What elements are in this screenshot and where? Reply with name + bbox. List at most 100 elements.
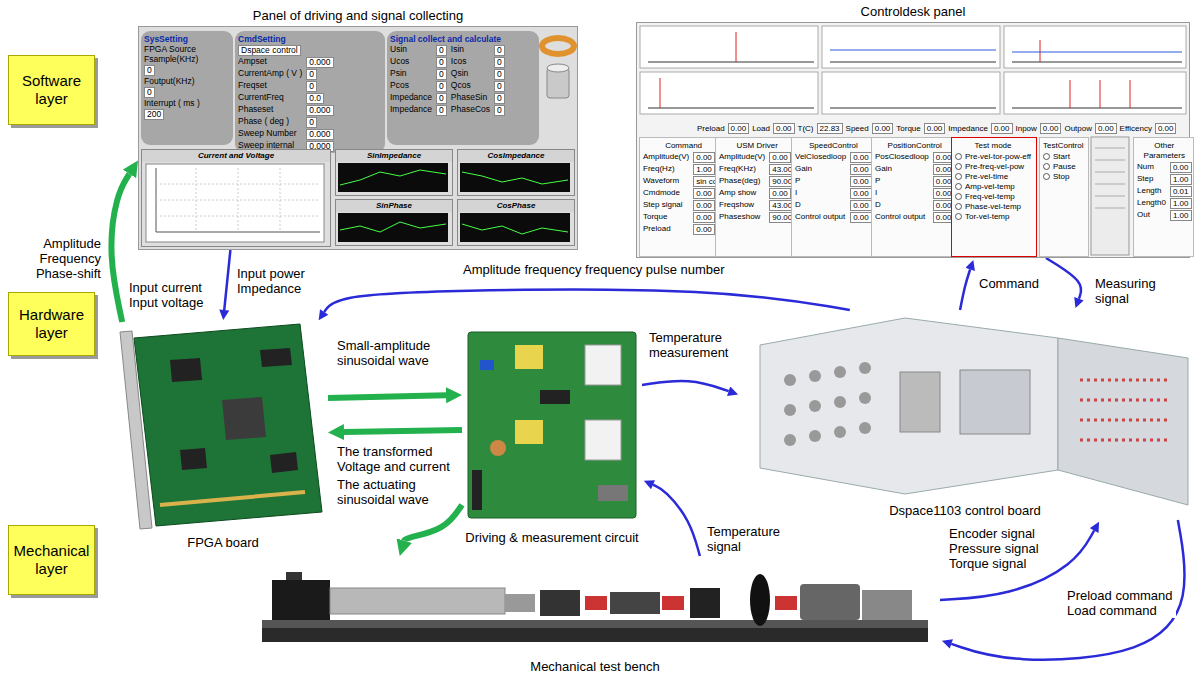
field-value: 0.00 xyxy=(1170,162,1192,173)
field-value: 0 xyxy=(144,87,155,98)
rail xyxy=(262,628,928,642)
group-heading: Test mode xyxy=(955,141,1031,151)
field-value: 0.00 xyxy=(850,176,872,187)
chip xyxy=(270,452,298,473)
bnc-socket xyxy=(784,404,796,416)
field-label: Outpow xyxy=(1064,124,1092,133)
status-bar: Preload0.00Load0.00T(C)22.83Speed0.00Tor… xyxy=(697,121,1187,135)
plot-trace xyxy=(830,50,1182,52)
field-label: Freq(KHz) xyxy=(719,164,765,175)
field-label: Psin xyxy=(390,69,432,80)
field-value: 0.00 xyxy=(850,164,872,175)
chip xyxy=(260,348,292,367)
bnc-socket xyxy=(859,392,871,404)
bnc-socket xyxy=(809,370,821,382)
bnc-socket xyxy=(859,362,871,374)
field-value: 0.00 xyxy=(693,188,715,199)
field-label: PhaseSin xyxy=(451,93,490,104)
bnc-socket xyxy=(809,400,821,412)
field-value: 0.00 xyxy=(1155,123,1177,134)
chart-panel: CosPhase xyxy=(457,199,575,246)
field-label: Step xyxy=(1137,174,1166,185)
edge-label: Temperature measurement xyxy=(648,330,740,360)
chart-panel: SinImpedance xyxy=(335,149,453,196)
signal-arrow xyxy=(224,250,230,310)
field-value: 0 xyxy=(494,57,505,68)
field-value: 1.00 xyxy=(693,164,715,175)
field-label: PosClosedloop xyxy=(875,152,929,163)
field-value: 0.00 xyxy=(773,123,795,134)
field-label: Amplitude(V) xyxy=(719,152,765,163)
field-label: Step signal xyxy=(643,200,689,211)
field-value: 0.00 xyxy=(1095,123,1117,134)
field-label: Amplitude(V) xyxy=(643,152,689,163)
control-group: PositionControlPosClosedloop0.00Gain0.00… xyxy=(871,137,956,257)
radio-option: Amp-vel-temp xyxy=(955,182,1031,191)
field-value: 0 xyxy=(436,93,447,104)
field-value: 0 xyxy=(436,57,447,68)
plot-axis xyxy=(156,168,320,232)
plot-grid xyxy=(156,168,320,232)
chip xyxy=(170,358,202,382)
signal-arrow xyxy=(324,290,850,312)
field-label: Usin xyxy=(390,45,432,56)
motor-end xyxy=(547,64,569,72)
group-heading: Command xyxy=(643,141,724,151)
chart-title: Current and Voltage xyxy=(142,150,330,162)
field-value: 0.00 xyxy=(728,123,750,134)
flywheel xyxy=(750,574,770,626)
field-label: I xyxy=(875,188,929,199)
field-value: 0 xyxy=(144,65,155,76)
torque-sensor xyxy=(610,592,660,614)
coupling xyxy=(505,594,535,612)
field-value: 0.000 xyxy=(306,129,333,140)
radio-option: Phase-vel-temp xyxy=(955,202,1031,211)
radio-option: Pre-freq-vel-pow xyxy=(955,162,1031,171)
plot-trace xyxy=(462,224,568,234)
plot-area xyxy=(338,163,448,192)
radio-option: Tor-vel-temp xyxy=(955,212,1031,221)
field-value: Dspace control xyxy=(238,45,301,56)
field-value: 0.0 xyxy=(306,93,324,104)
edge-label: The actuating sinusoidal wave xyxy=(336,477,438,507)
capacitor xyxy=(480,360,494,370)
signal-group: Signal collect and calculateUsin0Isin0Uc… xyxy=(387,31,539,145)
field-label: Waveform xyxy=(643,176,689,187)
edge-label: Command xyxy=(978,276,1044,291)
photo-caption: Driving & measurement circuit xyxy=(462,530,642,545)
field-label: CurrentFreq xyxy=(238,93,302,104)
group-heading: TestControl xyxy=(1043,141,1083,151)
bnc-socket xyxy=(784,374,796,386)
field-value: 0 xyxy=(494,69,505,80)
edge-label: Measuring signal xyxy=(1094,276,1188,306)
dspace-front xyxy=(760,318,1058,494)
field-value: 0.00 xyxy=(850,200,872,211)
field-value: 0.00 xyxy=(850,188,872,199)
edge-label: Amplitude Frequency Phase-shift xyxy=(14,236,102,281)
field-label: Phase(deg) xyxy=(719,176,765,187)
field-label: Torque xyxy=(643,212,689,223)
software-panel-ground xyxy=(138,26,578,250)
radio-option: Start xyxy=(1043,152,1083,161)
field-label: Impedance xyxy=(948,124,988,133)
field-value: 0 xyxy=(306,69,317,80)
relay xyxy=(585,345,621,385)
linear-slide xyxy=(330,588,505,614)
controller-photo: Dspace1103 control board xyxy=(740,310,1190,520)
signal-arrow xyxy=(642,381,729,391)
field-label: Qsin xyxy=(451,69,490,80)
field-label: CurrentAmp ( V ) xyxy=(238,69,302,80)
plot-area xyxy=(338,213,448,242)
field-value: 0.00 xyxy=(693,212,715,223)
signal-arrow xyxy=(404,505,462,541)
field-value: 0 xyxy=(306,81,317,92)
bnc-socket xyxy=(784,434,796,446)
mode-group: TestControlStartPauseStop xyxy=(1039,137,1089,257)
control-group: SpeedControlVelClosedloop0.00Gain0.00P0.… xyxy=(791,137,874,257)
field-label: P xyxy=(875,176,929,187)
motor-connector xyxy=(286,572,302,580)
signal-arrow xyxy=(328,395,446,398)
field-label: PhaseCos xyxy=(451,105,490,116)
field-value: 0.00 xyxy=(693,224,715,235)
field-value: 0 xyxy=(436,45,447,56)
